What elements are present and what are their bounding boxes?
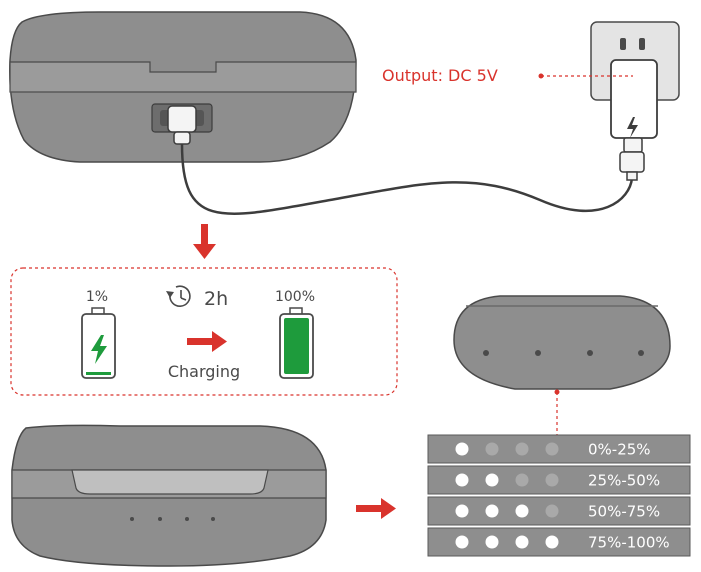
led-off-indicator <box>515 442 529 456</box>
led-on-indicator <box>455 535 469 549</box>
charging-case-front <box>11 424 327 567</box>
led-off-indicator <box>545 442 559 456</box>
arrow-down-icon <box>193 224 216 259</box>
level-row: 75%-100% <box>427 527 691 557</box>
charging-status: Charging <box>168 362 240 381</box>
zoom-leader-dot <box>554 389 560 395</box>
arrow-right-icon <box>187 331 227 352</box>
charging-duration: 2h <box>204 288 228 310</box>
level-row-background <box>427 496 691 526</box>
battery-low-icon <box>81 307 116 379</box>
led-on-indicator <box>455 504 469 518</box>
led-on-indicator <box>485 535 499 549</box>
led-on-indicator <box>485 504 499 518</box>
charging-panel <box>10 267 398 396</box>
led-off-indicator <box>545 504 559 518</box>
lightning-icon <box>627 117 638 138</box>
arrow-right-icon <box>356 498 396 519</box>
led-on-indicator <box>455 442 469 456</box>
charging-cable <box>180 143 634 215</box>
level-row-background <box>427 527 691 557</box>
led-off-indicator <box>515 473 529 487</box>
level-row-background <box>427 465 691 495</box>
end-level-label: 100% <box>275 289 315 305</box>
usb-plug <box>167 105 197 145</box>
led-off-indicator <box>485 442 499 456</box>
level-label: 75%-100% <box>588 534 670 552</box>
level-label: 25%-50% <box>588 472 660 490</box>
led-on-indicator <box>545 535 559 549</box>
led-zoom-view <box>453 295 671 390</box>
battery-full-icon <box>279 307 314 379</box>
led-off-indicator <box>545 473 559 487</box>
clock-icon <box>166 285 191 307</box>
power-adapter <box>610 59 658 181</box>
level-label: 0%-25% <box>588 441 651 459</box>
led-on-indicator <box>485 473 499 487</box>
level-row-background <box>427 434 691 464</box>
start-level-label: 1% <box>86 289 108 305</box>
charging-case-top <box>9 11 357 163</box>
indicator-level-table: 0%-25% 25%-50% 50%-75% 75%-100% <box>427 434 691 557</box>
led-on-indicator <box>515 535 529 549</box>
led-on-indicator <box>515 504 529 518</box>
lightning-icon <box>91 335 107 364</box>
led-on-indicator <box>455 473 469 487</box>
level-row: 50%-75% <box>427 496 691 526</box>
level-label: 50%-75% <box>588 503 660 521</box>
output-label: Output: DC 5V <box>382 66 498 85</box>
output-leader-dot <box>538 73 544 79</box>
level-row: 0%-25% <box>427 434 691 464</box>
level-row: 25%-50% <box>427 465 691 495</box>
